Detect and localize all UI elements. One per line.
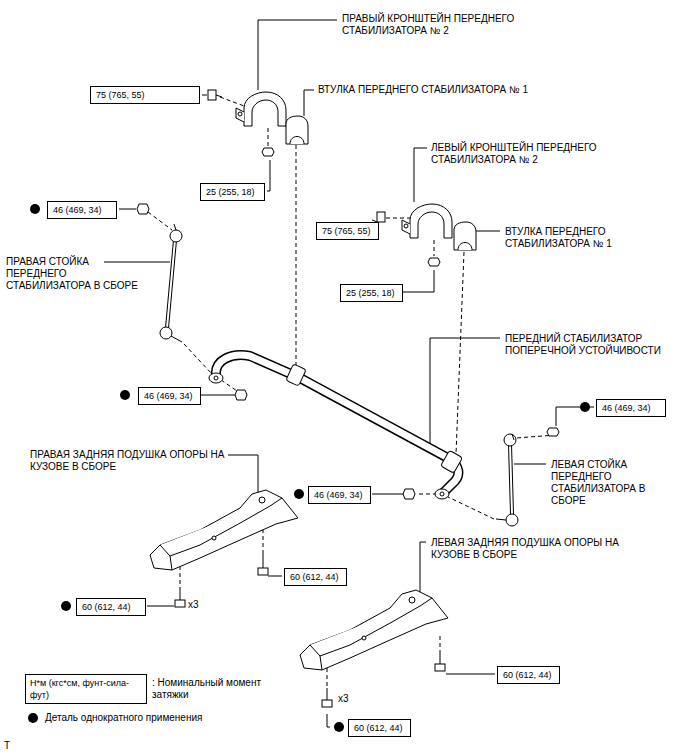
leader-line [202, 95, 207, 96]
torque-box: 60 (612, 44) [348, 719, 411, 737]
torque-value: 60 (612, 44) [354, 722, 405, 734]
torque-value: 75 (765, 55) [322, 225, 373, 237]
leader-line [268, 576, 282, 577]
leader-line [304, 90, 314, 116]
torque-value: 60 (612, 44) [503, 669, 554, 681]
part-name: ЛЕВЫЙ КРОНШТЕЙН ПЕРЕДНЕГО СТАБИЛИЗАТОРА … [431, 142, 631, 166]
torque-value: 60 (612, 44) [290, 571, 341, 583]
leader-line [420, 542, 426, 600]
torque-box: 46 (469, 34) [308, 486, 371, 504]
leader-line [430, 338, 500, 446]
leader-line [400, 270, 434, 292]
legend-text: : Номинальный момент затяжки [152, 677, 262, 701]
leader-line [327, 714, 330, 727]
leader-line [414, 148, 427, 202]
leader-line [228, 455, 258, 494]
leader-line [104, 262, 170, 263]
torque-box: 25 (255, 18) [200, 183, 265, 201]
torque-box: 46 (469, 34) [596, 399, 666, 417]
torque-box: 60 (612, 44) [76, 598, 146, 616]
part-name: ЛЕВАЯ ЗАДНЯЯ ПОДУШКА ОПОРЫ НА КУЗОВЕ В С… [431, 537, 631, 561]
leader-line [446, 674, 495, 675]
leader-line [514, 464, 546, 465]
torque-box: 46 (469, 34) [47, 201, 117, 219]
torque-box: 46 (469, 34) [138, 387, 201, 405]
part-name: ПЕРЕДНИЙ СТАБИЛИЗАТОР ПОПЕРЕЧНОЙ УСТОЙЧИ… [505, 333, 665, 357]
torque-box: 75 (765, 55) [90, 86, 200, 104]
torque-box: 75 (765, 55) [316, 222, 379, 240]
leader-line [258, 20, 337, 90]
leader-line [267, 160, 270, 191]
legend-dot [28, 713, 38, 723]
legend-text: Деталь однократного применения [45, 712, 202, 724]
leader-line [476, 231, 500, 232]
callout-mark: T [4, 740, 10, 752]
torque-value: 60 (612, 44) [82, 601, 140, 613]
callout-mark: x3 [338, 693, 349, 705]
part-name: ВТУЛКА ПЕРЕДНЕГО СТАБИЛИЗАТОРА № 1 [318, 84, 528, 96]
torque-box: 25 (255, 18) [340, 284, 403, 302]
part-name: ПРАВАЯ ЗАДНЯЯ ПОДУШКА ОПОРЫ НА КУЗОВЕ В … [30, 449, 230, 473]
torque-box: 60 (612, 44) [497, 666, 560, 684]
part-name: ЛЕВАЯ СТОЙКА ПЕРЕДНЕГО СТАБИЛИЗАТОРА В С… [551, 459, 651, 507]
torque-value: 25 (255, 18) [206, 186, 259, 198]
unit-legend-box: Н*м (кгс*см, фунт-сила-фут) [25, 674, 147, 704]
torque-value: 46 (469, 34) [314, 489, 365, 501]
torque-value: 46 (469, 34) [53, 204, 111, 216]
leader-line [372, 494, 403, 495]
torque-value: 25 (255, 18) [346, 287, 397, 299]
unit-text: Н*м (кгс*см, фунт-сила-фут) [30, 677, 142, 701]
torque-value: 75 (765, 55) [96, 89, 194, 101]
leader-line [200, 395, 235, 396]
part-name: ПРАВАЯ СТОЙКА ПЕРЕДНЕГО СТАБИЛИЗАТОРА В … [6, 256, 146, 292]
torque-box: 60 (612, 44) [284, 568, 347, 586]
leader-line [147, 606, 174, 607]
torque-value: 46 (469, 34) [144, 390, 195, 402]
callout-mark: x3 [188, 599, 199, 611]
leader-line [119, 209, 136, 210]
part-name: ВТУЛКА ПЕРЕДНЕГО СТАБИЛИЗАТОРА № 1 [505, 226, 645, 250]
part-name: ПРАВЫЙ КРОНШТЕЙН ПЕРЕДНЕГО СТАБИЛИЗАТОРА… [342, 13, 542, 37]
torque-value: 46 (469, 34) [602, 402, 660, 414]
